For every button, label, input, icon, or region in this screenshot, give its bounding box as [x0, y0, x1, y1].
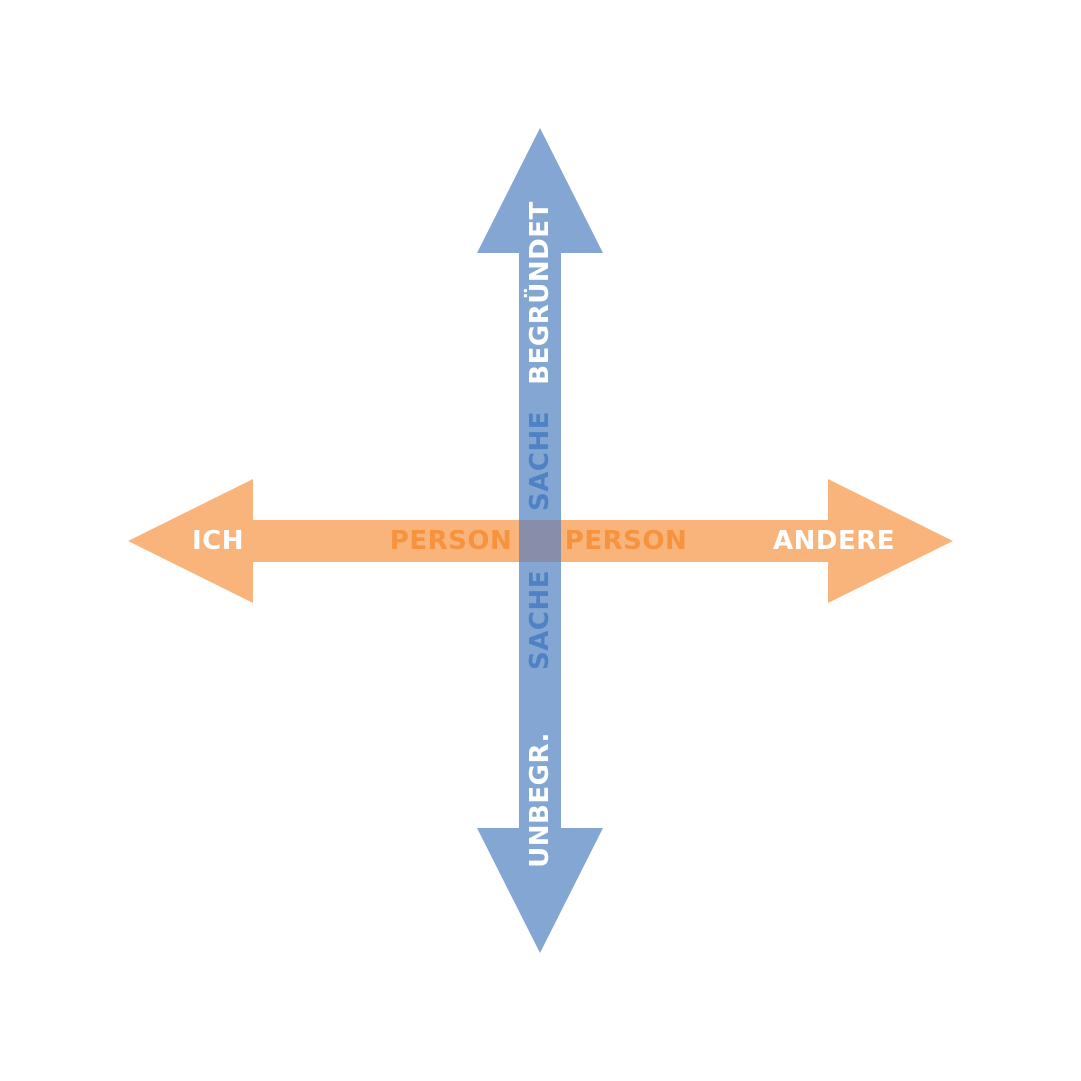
- label-andere: ANDERE: [773, 526, 895, 556]
- center-overlap: [519, 520, 561, 562]
- label-ich: ICH: [192, 526, 244, 556]
- label-unbegr: UNBEGR.: [525, 732, 555, 868]
- label-person-right: PERSON: [565, 526, 687, 556]
- label-sache-top: SACHE: [525, 411, 555, 511]
- label-person-left: PERSON: [390, 526, 512, 556]
- label-sache-bottom: SACHE: [525, 570, 555, 670]
- label-begruendet: BEGRÜNDET: [522, 201, 555, 384]
